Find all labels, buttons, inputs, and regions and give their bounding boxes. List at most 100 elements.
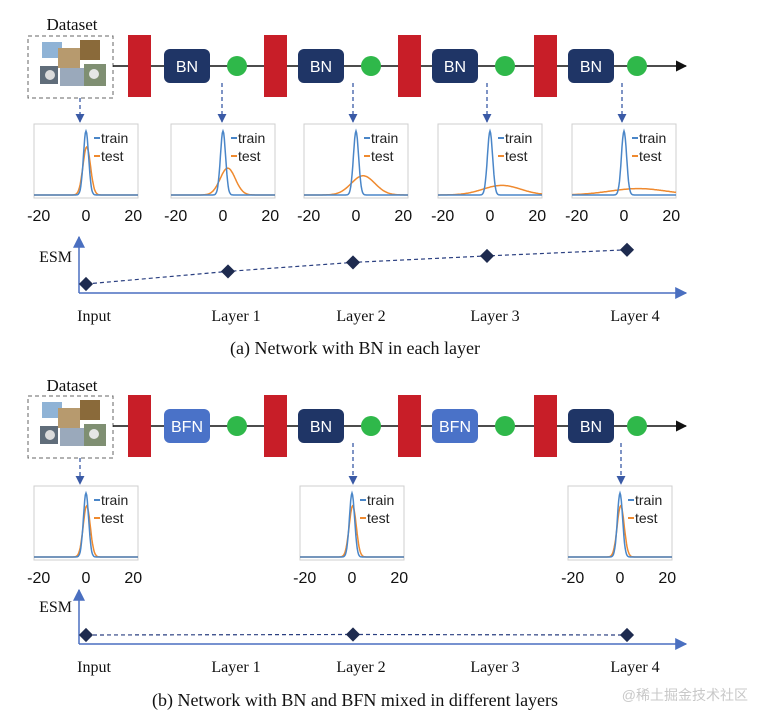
norm-label: BN bbox=[310, 419, 332, 436]
tick-label: 20 bbox=[124, 208, 142, 225]
tick-label: 0 bbox=[352, 208, 361, 225]
tick-label: -20 bbox=[431, 208, 454, 225]
tick-label: 0 bbox=[486, 208, 495, 225]
tick-label: -20 bbox=[27, 570, 50, 587]
caption-a: (a) Network with BN in each layer bbox=[230, 338, 480, 359]
tick-label: 20 bbox=[261, 208, 279, 225]
layer-block bbox=[128, 395, 151, 457]
dataset-frame bbox=[27, 35, 114, 99]
watermark: @稀土掘金技术社区 bbox=[622, 687, 748, 703]
layer-block bbox=[264, 395, 287, 457]
bn-box bbox=[298, 49, 344, 83]
activation-dot bbox=[361, 416, 381, 436]
activation-dot bbox=[227, 416, 247, 436]
bn-box bbox=[164, 49, 210, 83]
esm-axis-label: ESM bbox=[39, 599, 72, 616]
plot-frame bbox=[437, 123, 543, 199]
tick-label: 0 bbox=[219, 208, 228, 225]
dataset-frame bbox=[27, 395, 114, 459]
layer-block bbox=[398, 395, 421, 457]
legend-train: train bbox=[505, 130, 532, 146]
esm-x-label: Layer 2 bbox=[336, 659, 385, 676]
dataset-thumbnails bbox=[40, 400, 106, 446]
dataset-label: Dataset bbox=[47, 15, 98, 34]
plot-frame bbox=[170, 123, 276, 199]
bfn-box bbox=[432, 409, 478, 443]
tick-label: 20 bbox=[662, 208, 680, 225]
layer-block bbox=[398, 35, 421, 97]
legend-train: train bbox=[639, 130, 666, 146]
legend-test: test bbox=[238, 148, 261, 164]
legend-test: test bbox=[101, 510, 124, 526]
tick-label: -20 bbox=[561, 570, 584, 587]
train-curve bbox=[438, 128, 542, 196]
esm-x-label: Layer 4 bbox=[610, 659, 659, 676]
norm-label: BFN bbox=[171, 419, 203, 436]
tick-label: -20 bbox=[297, 208, 320, 225]
esm-marker bbox=[619, 627, 635, 643]
esm-marker bbox=[220, 264, 236, 279]
bn-box bbox=[298, 409, 344, 443]
dataset-thumbnails bbox=[40, 40, 106, 86]
esm-x-label: Input bbox=[77, 659, 111, 676]
legend-train: train bbox=[238, 130, 265, 146]
dataset-label: Dataset bbox=[47, 376, 98, 395]
norm-label: BN bbox=[176, 59, 198, 76]
train-curve bbox=[34, 128, 138, 196]
train-curve bbox=[171, 128, 275, 196]
layer-block bbox=[264, 35, 287, 97]
bn-box bbox=[568, 49, 614, 83]
tick-label: 0 bbox=[616, 570, 625, 587]
esm-trend-line bbox=[85, 249, 628, 285]
esm-marker bbox=[479, 248, 495, 263]
test-curve bbox=[572, 187, 677, 196]
train-curve bbox=[572, 128, 676, 196]
esm-axis-label: ESM bbox=[39, 249, 72, 266]
legend-test: test bbox=[639, 148, 662, 164]
plot-frame bbox=[303, 123, 409, 199]
tick-label: 0 bbox=[620, 208, 629, 225]
tick-label: 0 bbox=[82, 208, 91, 225]
tick-label: 0 bbox=[82, 570, 91, 587]
tick-label: -20 bbox=[293, 570, 316, 587]
activation-dot bbox=[361, 56, 381, 76]
legend-train: train bbox=[101, 130, 128, 146]
tick-label: -20 bbox=[27, 208, 50, 225]
legend-train: train bbox=[367, 492, 394, 508]
legend-train: train bbox=[635, 492, 662, 508]
layer-block bbox=[534, 35, 557, 97]
legend-test: test bbox=[101, 148, 124, 164]
tick-label: 20 bbox=[394, 208, 412, 225]
legend-train: train bbox=[371, 130, 398, 146]
esm-marker bbox=[78, 627, 94, 643]
norm-label: BFN bbox=[439, 419, 471, 436]
bfn-box bbox=[164, 409, 210, 443]
activation-dot bbox=[627, 416, 647, 436]
bn-box bbox=[568, 409, 614, 443]
tick-label: -20 bbox=[164, 208, 187, 225]
esm-marker bbox=[619, 242, 635, 257]
esm-x-label: Layer 3 bbox=[470, 308, 519, 325]
tick-label: 20 bbox=[390, 570, 408, 587]
legend-test: test bbox=[505, 148, 528, 164]
plot-frame bbox=[567, 485, 673, 561]
plot-frame bbox=[33, 123, 139, 199]
tick-label: 20 bbox=[124, 570, 142, 587]
layer-block bbox=[128, 35, 151, 97]
norm-label: BN bbox=[310, 59, 332, 76]
tick-label: 0 bbox=[348, 570, 357, 587]
esm-x-label: Layer 2 bbox=[336, 308, 385, 325]
esm-x-label: Layer 1 bbox=[211, 308, 260, 325]
esm-x-label: Layer 1 bbox=[211, 659, 260, 676]
train-curve bbox=[568, 490, 672, 558]
tick-label: 20 bbox=[528, 208, 546, 225]
distribution-plots: train test -20 0 20 train test -20 0 20 train test -… bbox=[27, 83, 680, 225]
